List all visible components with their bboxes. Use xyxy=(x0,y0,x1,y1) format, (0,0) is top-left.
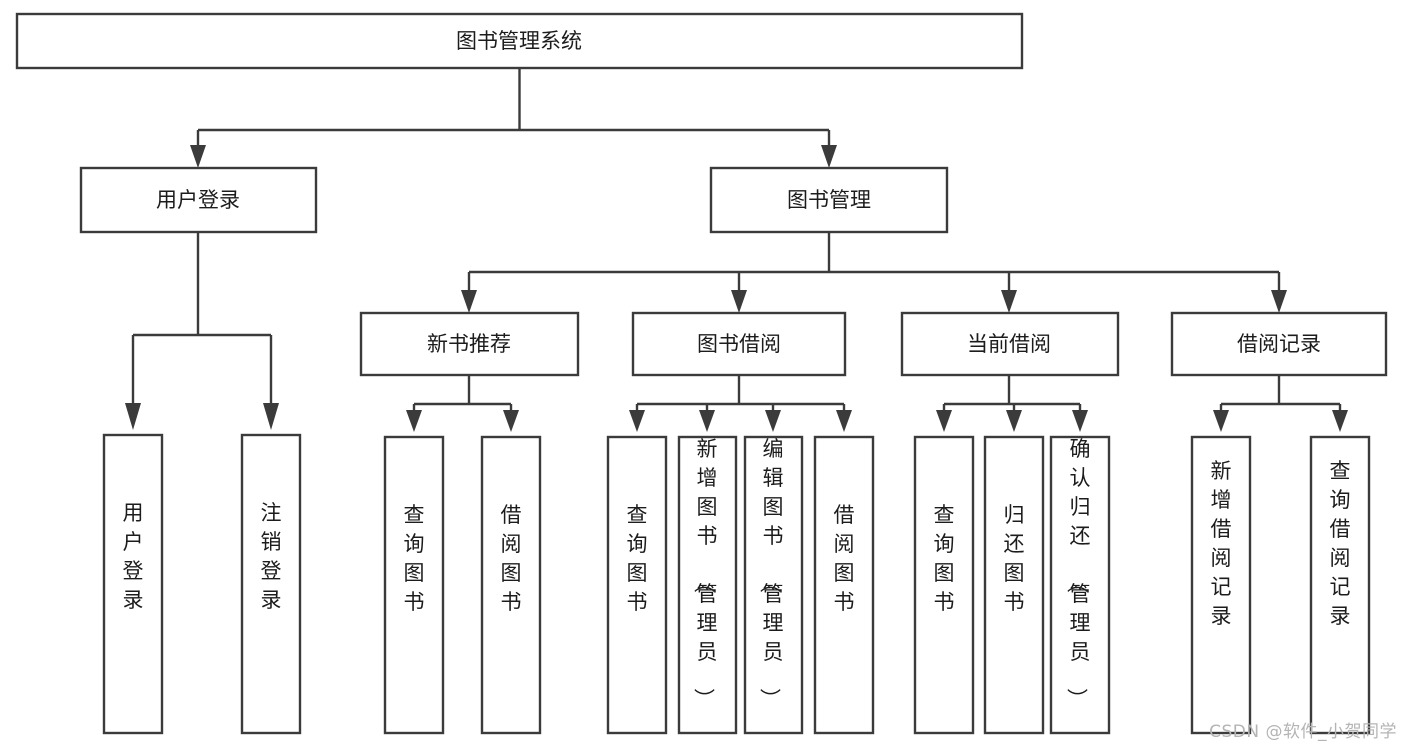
arrow-leaf-query-book-1 xyxy=(406,410,422,432)
node-leaf-add-book-label: 新增图书（管理员） xyxy=(692,437,718,709)
node-user-login[interactable]: 用户登录 xyxy=(79,166,318,234)
node-leaf-user-logout-box[interactable] xyxy=(240,433,302,735)
node-current-borrow[interactable]: 当前借阅 xyxy=(900,311,1120,377)
arrow-leaf-add-book xyxy=(699,410,715,432)
node-leaf-query-book-1-box[interactable] xyxy=(383,435,445,735)
node-book-manage-label: 图书管理 xyxy=(787,188,871,212)
connector-group xyxy=(125,68,1348,432)
arrow-leaf-user-login xyxy=(125,403,141,430)
node-book-borrow-label: 图书借阅 xyxy=(697,332,781,356)
node-leaf-edit-book-label: 编辑图书（管理员） xyxy=(758,437,784,709)
node-borrow-record-box[interactable] xyxy=(1170,311,1388,377)
node-root-box[interactable] xyxy=(15,12,1024,70)
arrow-to-borrow-record xyxy=(1271,290,1287,313)
node-leaf-borrow-book-1[interactable]: 借阅图书 xyxy=(480,435,542,735)
node-leaf-query-record-box[interactable] xyxy=(1309,435,1371,735)
node-leaf-return-book[interactable]: 归还图书 xyxy=(983,435,1045,735)
node-leaf-edit-book[interactable]: 编辑图书（管理员） xyxy=(743,435,804,735)
node-borrow-record-label: 借阅记录 xyxy=(1237,332,1321,356)
arrow-to-book-borrow xyxy=(731,290,747,313)
node-leaf-query-book-1-label: 查询图书 xyxy=(404,503,425,614)
arrow-leaf-edit-book xyxy=(765,410,781,432)
node-current-borrow-box[interactable] xyxy=(900,311,1120,377)
node-leaf-borrow-book-2-box[interactable] xyxy=(813,435,875,735)
node-leaf-borrow-book-2[interactable]: 借阅图书 xyxy=(813,435,875,735)
node-leaf-add-record[interactable]: 新增借阅记录 xyxy=(1190,435,1252,735)
node-leaf-confirm-return-box[interactable] xyxy=(1049,435,1111,735)
node-leaf-confirm-return[interactable]: 确认归还（管理员） xyxy=(1049,435,1111,735)
node-leaf-add-record-label: 新增借阅记录 xyxy=(1211,459,1232,628)
arrow-to-book-manage xyxy=(821,145,837,168)
arrow-leaf-query-book-3 xyxy=(936,410,952,432)
node-leaf-user-login-box[interactable] xyxy=(102,433,164,735)
arrow-to-new-book-recommend xyxy=(461,290,477,313)
node-leaf-user-login[interactable]: 用户登录 xyxy=(102,433,164,735)
node-leaf-query-book-2-label: 查询图书 xyxy=(627,503,648,614)
arrow-to-current-borrow xyxy=(1001,290,1017,313)
node-root[interactable]: 图书管理系统 xyxy=(15,12,1024,70)
arrow-leaf-confirm-return xyxy=(1072,410,1088,432)
node-leaf-borrow-book-2-label: 借阅图书 xyxy=(834,503,855,614)
node-root-label: 图书管理系统 xyxy=(456,29,582,53)
node-book-borrow[interactable]: 图书借阅 xyxy=(631,311,847,377)
node-leaf-query-book-2-box[interactable] xyxy=(606,435,668,735)
node-leaf-return-book-label: 归还图书 xyxy=(1004,503,1025,614)
node-book-manage[interactable]: 图书管理 xyxy=(709,166,949,234)
node-borrow-record[interactable]: 借阅记录 xyxy=(1170,311,1388,377)
node-leaf-user-logout[interactable]: 注销登录 xyxy=(240,433,302,735)
node-leaf-query-record-label: 查询借阅记录 xyxy=(1330,459,1351,628)
arrow-leaf-query-record xyxy=(1332,410,1348,432)
node-new-book-recommend-box[interactable] xyxy=(359,311,580,377)
node-leaf-confirm-return-label: 确认归还（管理员） xyxy=(1065,437,1091,709)
arrow-to-user-login xyxy=(190,145,206,168)
arrow-leaf-borrow-book-1 xyxy=(503,410,519,432)
node-leaf-add-book-box[interactable] xyxy=(677,435,738,735)
arrow-leaf-add-record xyxy=(1213,410,1229,432)
node-leaf-query-record[interactable]: 查询借阅记录 xyxy=(1309,435,1371,735)
node-leaf-query-book-3-box[interactable] xyxy=(913,435,975,735)
node-new-book-recommend[interactable]: 新书推荐 xyxy=(359,311,580,377)
arrow-leaf-query-book-2 xyxy=(629,410,645,432)
node-leaf-add-book[interactable]: 新增图书（管理员） xyxy=(677,435,738,735)
node-leaf-user-login-label: 用户登录 xyxy=(123,501,144,612)
node-leaf-query-book-1[interactable]: 查询图书 xyxy=(383,435,445,735)
node-user-login-label: 用户登录 xyxy=(156,188,240,212)
arrow-leaf-user-logout xyxy=(263,403,279,430)
node-user-login-box[interactable] xyxy=(79,166,318,234)
node-leaf-borrow-book-1-box[interactable] xyxy=(480,435,542,735)
arrow-leaf-borrow-book-2 xyxy=(836,410,852,432)
node-leaf-add-record-box[interactable] xyxy=(1190,435,1252,735)
node-current-borrow-label: 当前借阅 xyxy=(967,332,1051,356)
node-leaf-borrow-book-1-label: 借阅图书 xyxy=(501,503,522,614)
node-leaf-edit-book-box[interactable] xyxy=(743,435,804,735)
node-leaf-user-logout-label: 注销登录 xyxy=(261,501,282,612)
node-leaf-return-book-box[interactable] xyxy=(983,435,1045,735)
node-leaf-query-book-3-label: 查询图书 xyxy=(934,503,955,614)
node-new-book-recommend-label: 新书推荐 xyxy=(427,332,511,356)
node-leaf-query-book-2[interactable]: 查询图书 xyxy=(606,435,668,735)
node-book-manage-box[interactable] xyxy=(709,166,949,234)
arrow-leaf-return-book xyxy=(1006,410,1022,432)
node-book-borrow-box[interactable] xyxy=(631,311,847,377)
node-leaf-query-book-3[interactable]: 查询图书 xyxy=(913,435,975,735)
